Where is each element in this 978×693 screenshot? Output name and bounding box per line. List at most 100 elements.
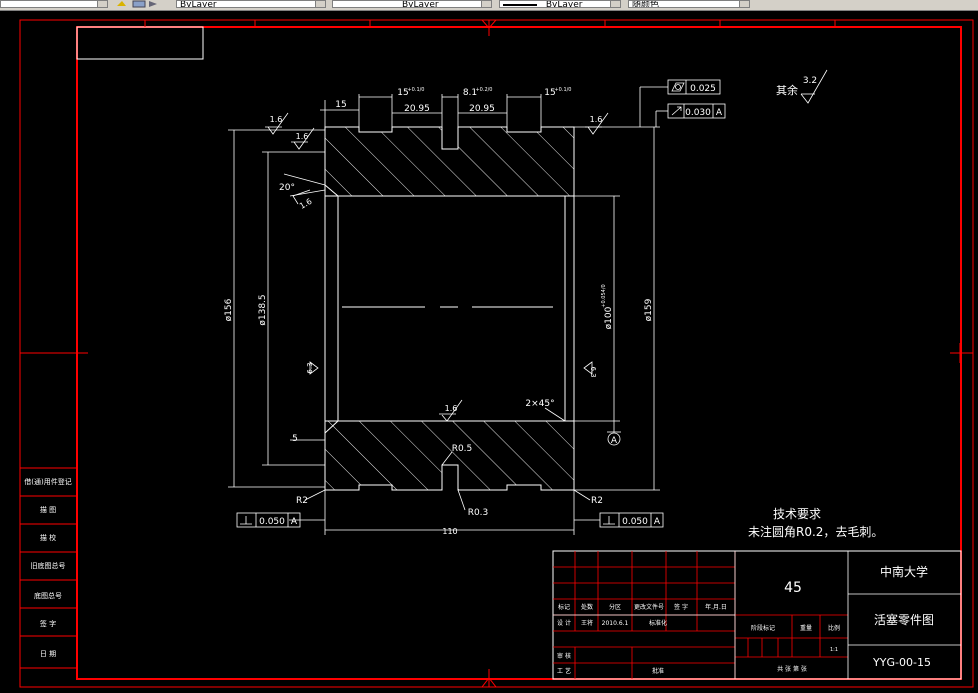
roughness-top-left: 1.6 (270, 115, 283, 124)
tb-designer: 王将 (581, 619, 593, 627)
tb-stage-mark: 阶段标记 (751, 624, 775, 632)
color-combo[interactable]: ByLayer (176, 0, 326, 8)
chevron-down-icon[interactable] (610, 1, 620, 7)
layer-tools-icon[interactable] (113, 0, 163, 8)
side-table: 借(通)用件登记 描 图 描 校 旧底图总号 底图总号 签 字 日 期 (19, 467, 78, 669)
dim-15-mid2-tol: +0.1/0 (554, 87, 571, 93)
datum-label: A (611, 436, 618, 446)
roughness-symbols (265, 69, 828, 422)
dim-angle-20: 20° (279, 183, 295, 193)
plotstyle-combo-value: 随颜色 (632, 0, 660, 8)
gdt-texts: 0.025 0.030 A 0.050 A 0.050 A A (259, 84, 723, 527)
dim-8-1-tol: +0.2/0 (475, 87, 492, 93)
side-item-3: 旧底图总号 (31, 561, 66, 570)
tb-h-count: 处数 (581, 603, 593, 611)
dim-20-95-b: 20.95 (469, 104, 495, 114)
dim-r0-5: R0.5 (452, 444, 473, 454)
dim-chamfer: 2×45° (525, 399, 554, 409)
title-block: 标记 处数 分区 更改文件号 签 字 年.月.日 设 计 王将 2010.6.1… (552, 550, 962, 680)
drawing-canvas[interactable]: 借(通)用件登记 描 图 描 校 旧底图总号 底图总号 签 字 日 期 (0, 11, 978, 693)
gdt-perp-right-datum: A (654, 517, 661, 527)
dim-dia100-tol: +0.054/0 (601, 284, 607, 307)
roughness-angle: 1.6 (298, 197, 314, 211)
dim-15-mid1: 15 (397, 88, 408, 98)
tb-process: 工 艺 (557, 667, 571, 675)
color-combo-value: ByLayer (180, 0, 217, 8)
dim-dia100: ø100 (604, 306, 614, 329)
drawing-frame (19, 19, 974, 688)
lineweight-sample (503, 3, 537, 6)
tb-sheets: 共 张 第 张 (777, 665, 807, 673)
roughness-top-left-2: 1.6 (296, 132, 309, 141)
tb-scale: 比例 (828, 624, 840, 632)
side-item-1: 描 图 (40, 505, 56, 514)
tb-part-name: 活塞零件图 (874, 612, 934, 627)
tb-h-zone: 分区 (609, 603, 621, 611)
chevron-down-icon[interactable] (97, 1, 107, 7)
dim-15-mid1-tol: +0.1/0 (407, 87, 424, 93)
dim-r2-right: R2 (591, 496, 603, 506)
dimensions (228, 86, 668, 535)
notes-line-1: 未注圆角R0.2，去毛刺。 (748, 524, 883, 539)
side-item-0: 借(通)用件登记 (24, 477, 71, 486)
roughness-right-bore: 6.3 (589, 366, 597, 377)
code-box (76, 26, 204, 60)
gdt-perp-right-value: 0.050 (622, 517, 648, 527)
lineweight-combo[interactable]: ByLayer (499, 0, 621, 8)
tb-review: 审 核 (557, 652, 571, 660)
notes-title: 技术要求 (773, 507, 821, 521)
tb-scale-value: 1:1 (830, 647, 838, 653)
part-section (324, 126, 575, 491)
toolbar: ByLayer ByLayer ByLayer 随颜色 (0, 0, 978, 11)
gdt-runout-datum: A (716, 108, 723, 118)
roughness-texts: 1.6 1.6 1.6 1.6 1.6 6.3 6.3 3.2 其余 (270, 76, 818, 413)
tb-material: 45 (784, 580, 802, 596)
roughness-other-value: 3.2 (803, 76, 817, 86)
gdt-runout-value: 0.030 (685, 108, 711, 118)
plotstyle-combo[interactable]: 随颜色 (628, 0, 750, 8)
linetype-combo-value: ByLayer (402, 0, 439, 8)
gdt-perp-left-value: 0.050 (259, 517, 285, 527)
dim-15-mid2: 15 (544, 88, 555, 98)
gdt-perp-left-datum: A (291, 517, 298, 527)
dim-dia156: ø156 (224, 298, 234, 321)
roughness-top-right: 1.6 (590, 115, 603, 124)
tb-h-mark: 标记 (558, 603, 570, 611)
dim-110: 110 (442, 527, 457, 536)
tb-date: 2010.6.1 (602, 620, 629, 627)
dim-5: 5 (292, 434, 298, 444)
dim-r0-3: R0.3 (468, 508, 489, 518)
tb-h-sign: 签 字 (674, 603, 688, 611)
dim-dia159: ø159 (644, 298, 654, 321)
side-item-2: 描 校 (40, 533, 56, 542)
side-item-6: 日 期 (40, 650, 56, 658)
tb-approve: 批准 (652, 667, 664, 675)
side-item-5: 签 字 (40, 619, 56, 628)
side-item-4: 底图总号 (34, 591, 62, 600)
tb-weight: 重量 (800, 624, 812, 632)
chevron-down-icon[interactable] (739, 1, 749, 7)
tb-design: 设 计 (557, 619, 571, 627)
linetype-combo[interactable]: ByLayer (332, 0, 492, 8)
lineweight-combo-value: ByLayer (545, 0, 583, 8)
dim-dia138-5: ø138.5 (258, 294, 268, 325)
roughness-left-bore: 6.3 (306, 362, 314, 373)
dimension-texts: 15 15 +0.1/0 20.95 8.1 +0.2/0 20.95 15 +… (224, 87, 654, 536)
gdt-cylindricity-value: 0.025 (690, 84, 716, 94)
roughness-mid: 1.6 (445, 404, 458, 413)
tb-h-docno: 更改文件号 (634, 603, 664, 611)
tb-school: 中南大学 (880, 564, 928, 579)
dim-15-left: 15 (335, 100, 346, 110)
dim-20-95-a: 20.95 (404, 104, 430, 114)
dim-r2-left: R2 (296, 496, 308, 506)
roughness-other-label: 其余 (776, 83, 798, 97)
top-wall-hatch (324, 126, 575, 197)
dim-8-1: 8.1 (463, 88, 477, 98)
linetype-combo-left[interactable] (0, 0, 108, 8)
technical-notes: 技术要求 未注圆角R0.2，去毛刺。 (748, 507, 883, 539)
tb-standard: 标准化 (649, 619, 667, 627)
chevron-down-icon[interactable] (481, 1, 491, 7)
gdt-frames (236, 79, 726, 528)
tb-h-date: 年.月.日 (705, 603, 727, 611)
chevron-down-icon[interactable] (315, 1, 325, 7)
